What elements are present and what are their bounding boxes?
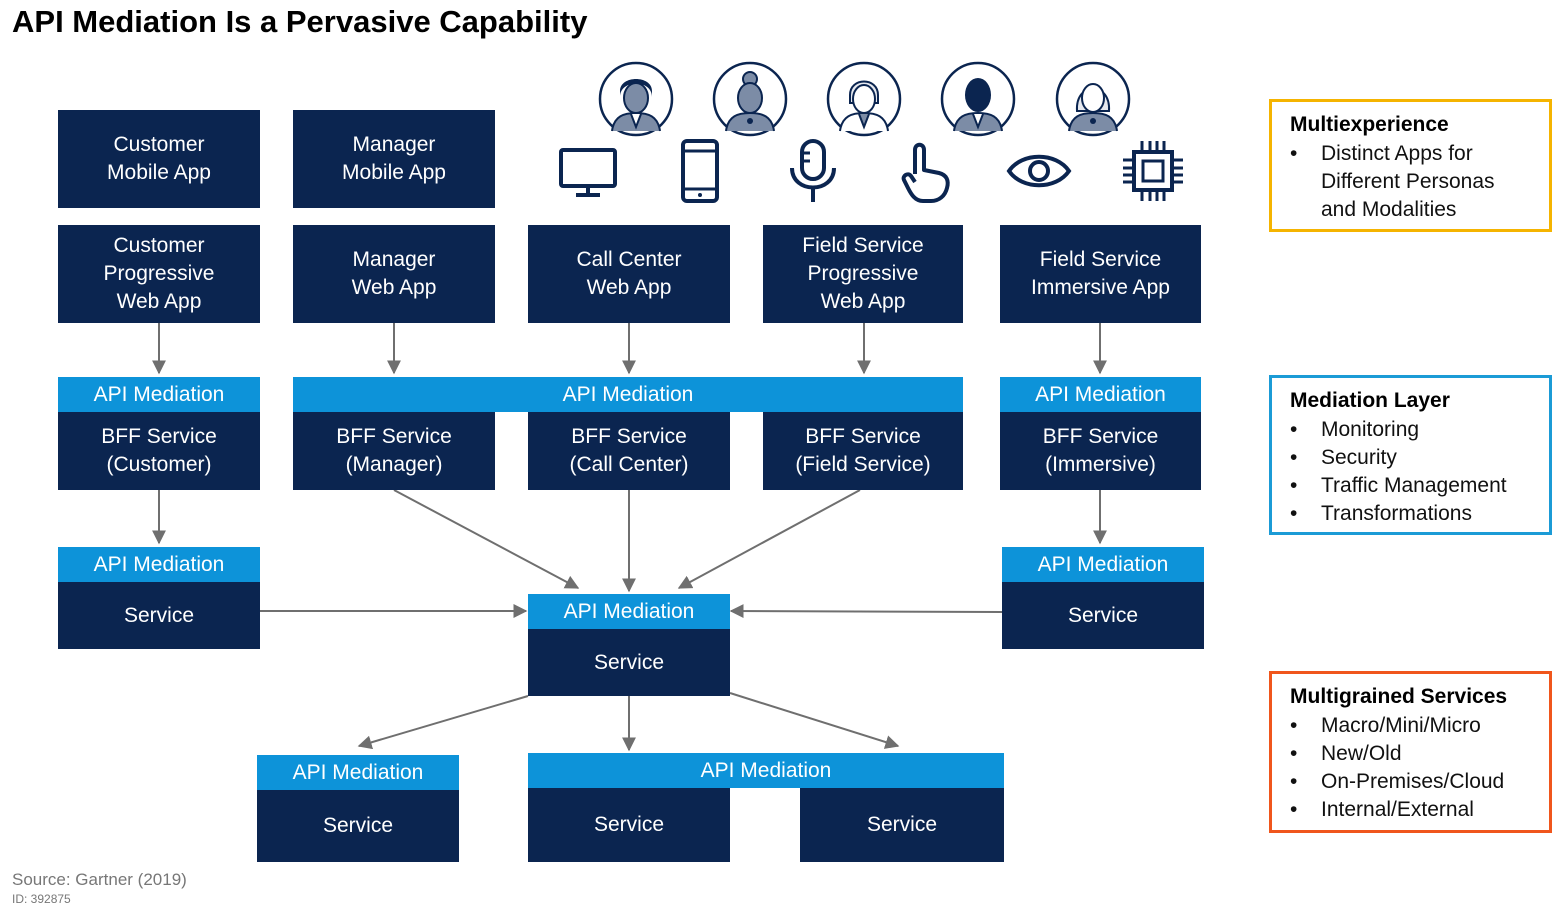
api-mediation-bar: API Mediation (528, 753, 1004, 788)
api-mediation-bar: API Mediation (528, 594, 730, 629)
bff-service-call-center: BFF Service (Call Center) (528, 412, 730, 490)
service-box: Service (1002, 582, 1204, 649)
phone-icon (667, 138, 733, 204)
legend-multigrained-services: Multigrained Services Macro/Mini/Micro N… (1269, 671, 1552, 833)
customer-mobile-app: Customer Mobile App (58, 110, 260, 208)
api-mediation-bar: API Mediation (257, 755, 459, 790)
service-box: Service (800, 788, 1004, 862)
person-icon (1055, 61, 1131, 137)
arrow (677, 489, 861, 589)
legend-item: Internal/External (1290, 796, 1531, 824)
field-service-immersive-app: Field Service Immersive App (1000, 225, 1201, 323)
source-note: Source: Gartner (2019) (12, 870, 187, 889)
legend-item: Security (1290, 444, 1531, 472)
legend-title: Mediation Layer (1290, 389, 1450, 412)
call-center-web-app: Call Center Web App (528, 225, 730, 323)
legend-title: Multiexperience (1290, 113, 1449, 136)
eye-icon (1006, 138, 1072, 204)
arrow (729, 692, 900, 749)
person-icon (826, 61, 902, 137)
service-box: Service (58, 582, 260, 649)
api-mediation-bar: API Mediation (58, 377, 260, 412)
bff-service-manager: BFF Service (Manager) (293, 412, 495, 490)
manager-web-app: Manager Web App (293, 225, 495, 323)
api-mediation-bar: API Mediation (293, 377, 963, 412)
legend-item: Macro/Mini/Micro (1290, 712, 1531, 740)
page-title: API Mediation Is a Pervasive Capability (12, 4, 588, 39)
api-mediation-bar: API Mediation (1002, 547, 1204, 582)
legend-mediation-layer: Mediation Layer Monitoring Security Traf… (1269, 375, 1552, 535)
legend-item: Transformations (1290, 500, 1531, 528)
touch-icon (893, 138, 959, 204)
service-box: Service (528, 788, 730, 862)
person-icon (712, 61, 788, 137)
legend-item: Distinct Apps for Different Personas and… (1290, 140, 1531, 224)
legend-item: Traffic Management (1290, 472, 1531, 500)
manager-mobile-app: Manager Mobile App (293, 110, 495, 208)
arrow (729, 604, 1003, 619)
bff-service-field-service: BFF Service (Field Service) (763, 412, 963, 490)
api-mediation-bar: API Mediation (1000, 377, 1201, 412)
person-icon (940, 61, 1016, 137)
api-mediation-bar: API Mediation (58, 547, 260, 582)
chip-icon (1120, 138, 1186, 204)
service-box-central: Service (528, 629, 730, 696)
customer-progressive-web-app: Customer Progressive Web App (58, 225, 260, 323)
legend-item: On-Premises/Cloud (1290, 768, 1531, 796)
arrow (393, 489, 580, 589)
legend-item: Monitoring (1290, 416, 1531, 444)
person-icon (598, 61, 674, 137)
bff-service-customer: BFF Service (Customer) (58, 412, 260, 490)
legend-multiexperience: Multiexperience Distinct Apps for Differ… (1269, 99, 1552, 232)
monitor-icon (555, 138, 621, 204)
bff-service-immersive: BFF Service (Immersive) (1000, 412, 1201, 490)
microphone-icon (780, 138, 846, 204)
figure-id: ID: 392875 (12, 892, 71, 906)
field-service-progressive-web-app: Field Service Progressive Web App (763, 225, 963, 323)
legend-title: Multigrained Services (1290, 685, 1508, 708)
legend-item: New/Old (1290, 740, 1531, 768)
arrow (357, 695, 529, 750)
service-box: Service (257, 790, 459, 862)
